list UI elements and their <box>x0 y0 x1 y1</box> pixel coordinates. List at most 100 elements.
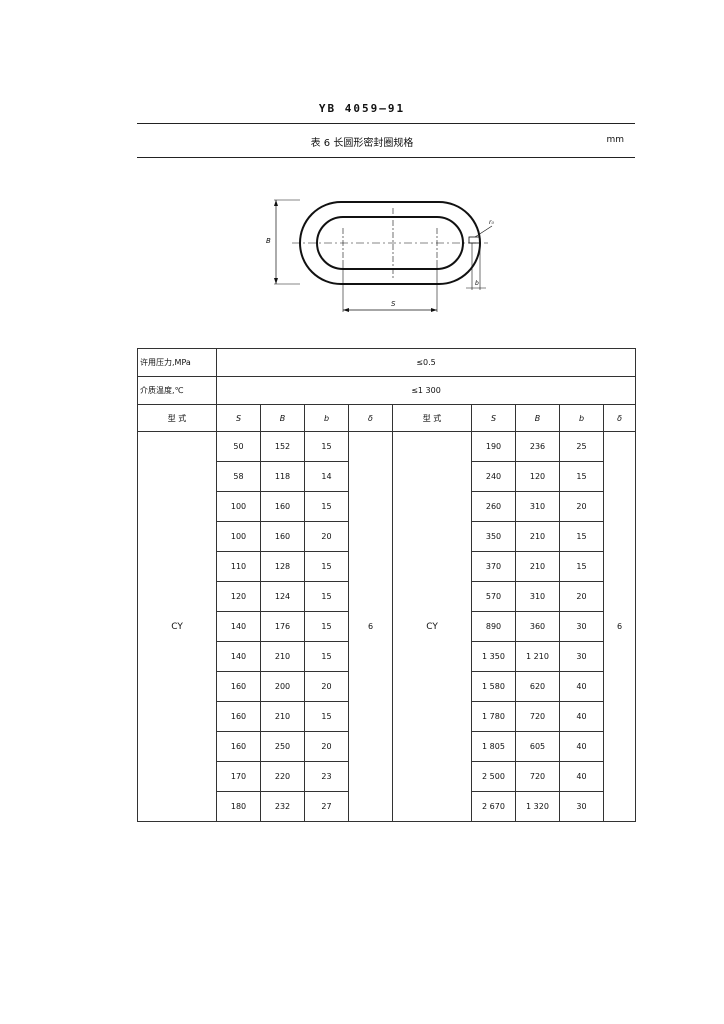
right-b-cell: 20 <box>559 581 604 612</box>
left-B-cell: 128 <box>260 551 305 582</box>
type-cell-right: CY <box>392 431 472 822</box>
left-b-cell: 15 <box>304 581 349 612</box>
right-b-cell: 30 <box>559 791 604 822</box>
col-delta-right: δ <box>602 404 637 432</box>
header-rule <box>137 123 635 124</box>
left-B-cell: 200 <box>260 671 305 702</box>
left-B-cell: 250 <box>260 731 305 762</box>
right-S-cell: 1 350 <box>471 641 516 672</box>
col-delta-left: δ <box>348 404 393 432</box>
right-S-cell: 240 <box>471 461 516 492</box>
left-b-cell: 15 <box>304 551 349 582</box>
left-S-cell: 100 <box>216 491 261 522</box>
right-S-cell: 350 <box>471 521 516 552</box>
col-B-left: B <box>260 404 305 432</box>
left-B-cell: 210 <box>260 701 305 732</box>
dim-b-label: b <box>475 280 479 287</box>
left-S-cell: 110 <box>216 551 261 582</box>
left-B-cell: 152 <box>260 431 305 462</box>
right-b-cell: 20 <box>559 491 604 522</box>
left-S-cell: 50 <box>216 431 261 462</box>
left-b-cell: 14 <box>304 461 349 492</box>
right-b-cell: 15 <box>559 461 604 492</box>
right-S-cell: 2 500 <box>471 761 516 792</box>
oval-seal-diagram: B S b r₀ <box>266 199 494 312</box>
left-S-cell: 140 <box>216 611 261 642</box>
temp-value: ≤1 300 <box>215 376 637 405</box>
col-b-right: b <box>559 404 604 432</box>
left-B-cell: 232 <box>260 791 305 822</box>
right-S-cell: 370 <box>471 551 516 582</box>
right-b-cell: 30 <box>559 641 604 672</box>
right-S-cell: 1 780 <box>471 701 516 732</box>
left-S-cell: 180 <box>216 791 261 822</box>
left-b-cell: 15 <box>304 491 349 522</box>
left-b-cell: 15 <box>304 701 349 732</box>
right-b-cell: 15 <box>559 551 604 582</box>
right-S-cell: 190 <box>471 431 516 462</box>
right-B-cell: 236 <box>515 431 560 462</box>
left-S-cell: 140 <box>216 641 261 672</box>
table-caption: 表 6 长圆形密封圈规格 <box>310 138 414 149</box>
right-b-cell: 40 <box>559 761 604 792</box>
left-b-cell: 15 <box>304 641 349 672</box>
right-B-cell: 360 <box>515 611 560 642</box>
right-b-cell: 25 <box>559 431 604 462</box>
left-S-cell: 160 <box>216 731 261 762</box>
left-B-cell: 176 <box>260 611 305 642</box>
left-b-cell: 20 <box>304 521 349 552</box>
right-B-cell: 620 <box>515 671 560 702</box>
left-b-cell: 23 <box>304 761 349 792</box>
standard-number: YB 4059—91 <box>318 102 406 115</box>
col-S-left: S <box>216 404 261 432</box>
left-B-cell: 160 <box>260 491 305 522</box>
right-S-cell: 1 580 <box>471 671 516 702</box>
right-B-cell: 210 <box>515 551 560 582</box>
left-b-cell: 27 <box>304 791 349 822</box>
right-S-cell: 2 670 <box>471 791 516 822</box>
left-b-cell: 20 <box>304 731 349 762</box>
type-cell-left: CY <box>137 431 217 822</box>
left-B-cell: 220 <box>260 761 305 792</box>
right-b-cell: 40 <box>559 671 604 702</box>
right-b-cell: 15 <box>559 521 604 552</box>
pressure-label: 许用压力,MPa <box>137 348 217 377</box>
right-b-cell: 40 <box>559 731 604 762</box>
left-b-cell: 20 <box>304 671 349 702</box>
right-B-cell: 120 <box>515 461 560 492</box>
left-S-cell: 170 <box>216 761 261 792</box>
col-type-left: 型 式 <box>137 404 217 432</box>
right-B-cell: 210 <box>515 521 560 552</box>
dim-r-label: r₀ <box>489 219 494 226</box>
left-S-cell: 100 <box>216 521 261 552</box>
delta-cell-right: 6 <box>602 431 637 822</box>
left-B-cell: 124 <box>260 581 305 612</box>
left-b-cell: 15 <box>304 611 349 642</box>
col-type-right: 型 式 <box>392 404 472 432</box>
right-b-cell: 30 <box>559 611 604 642</box>
col-b-left: b <box>304 404 349 432</box>
temp-label: 介质温度,℃ <box>137 376 217 405</box>
left-B-cell: 118 <box>260 461 305 492</box>
col-B-right: B <box>515 404 560 432</box>
left-B-cell: 160 <box>260 521 305 552</box>
unit-label: mm <box>606 135 624 145</box>
right-B-cell: 720 <box>515 761 560 792</box>
dim-S-label: S <box>391 300 396 308</box>
right-b-cell: 40 <box>559 701 604 732</box>
right-S-cell: 570 <box>471 581 516 612</box>
right-S-cell: 260 <box>471 491 516 522</box>
delta-cell-left: 6 <box>348 431 393 822</box>
left-S-cell: 120 <box>216 581 261 612</box>
left-S-cell: 160 <box>216 701 261 732</box>
